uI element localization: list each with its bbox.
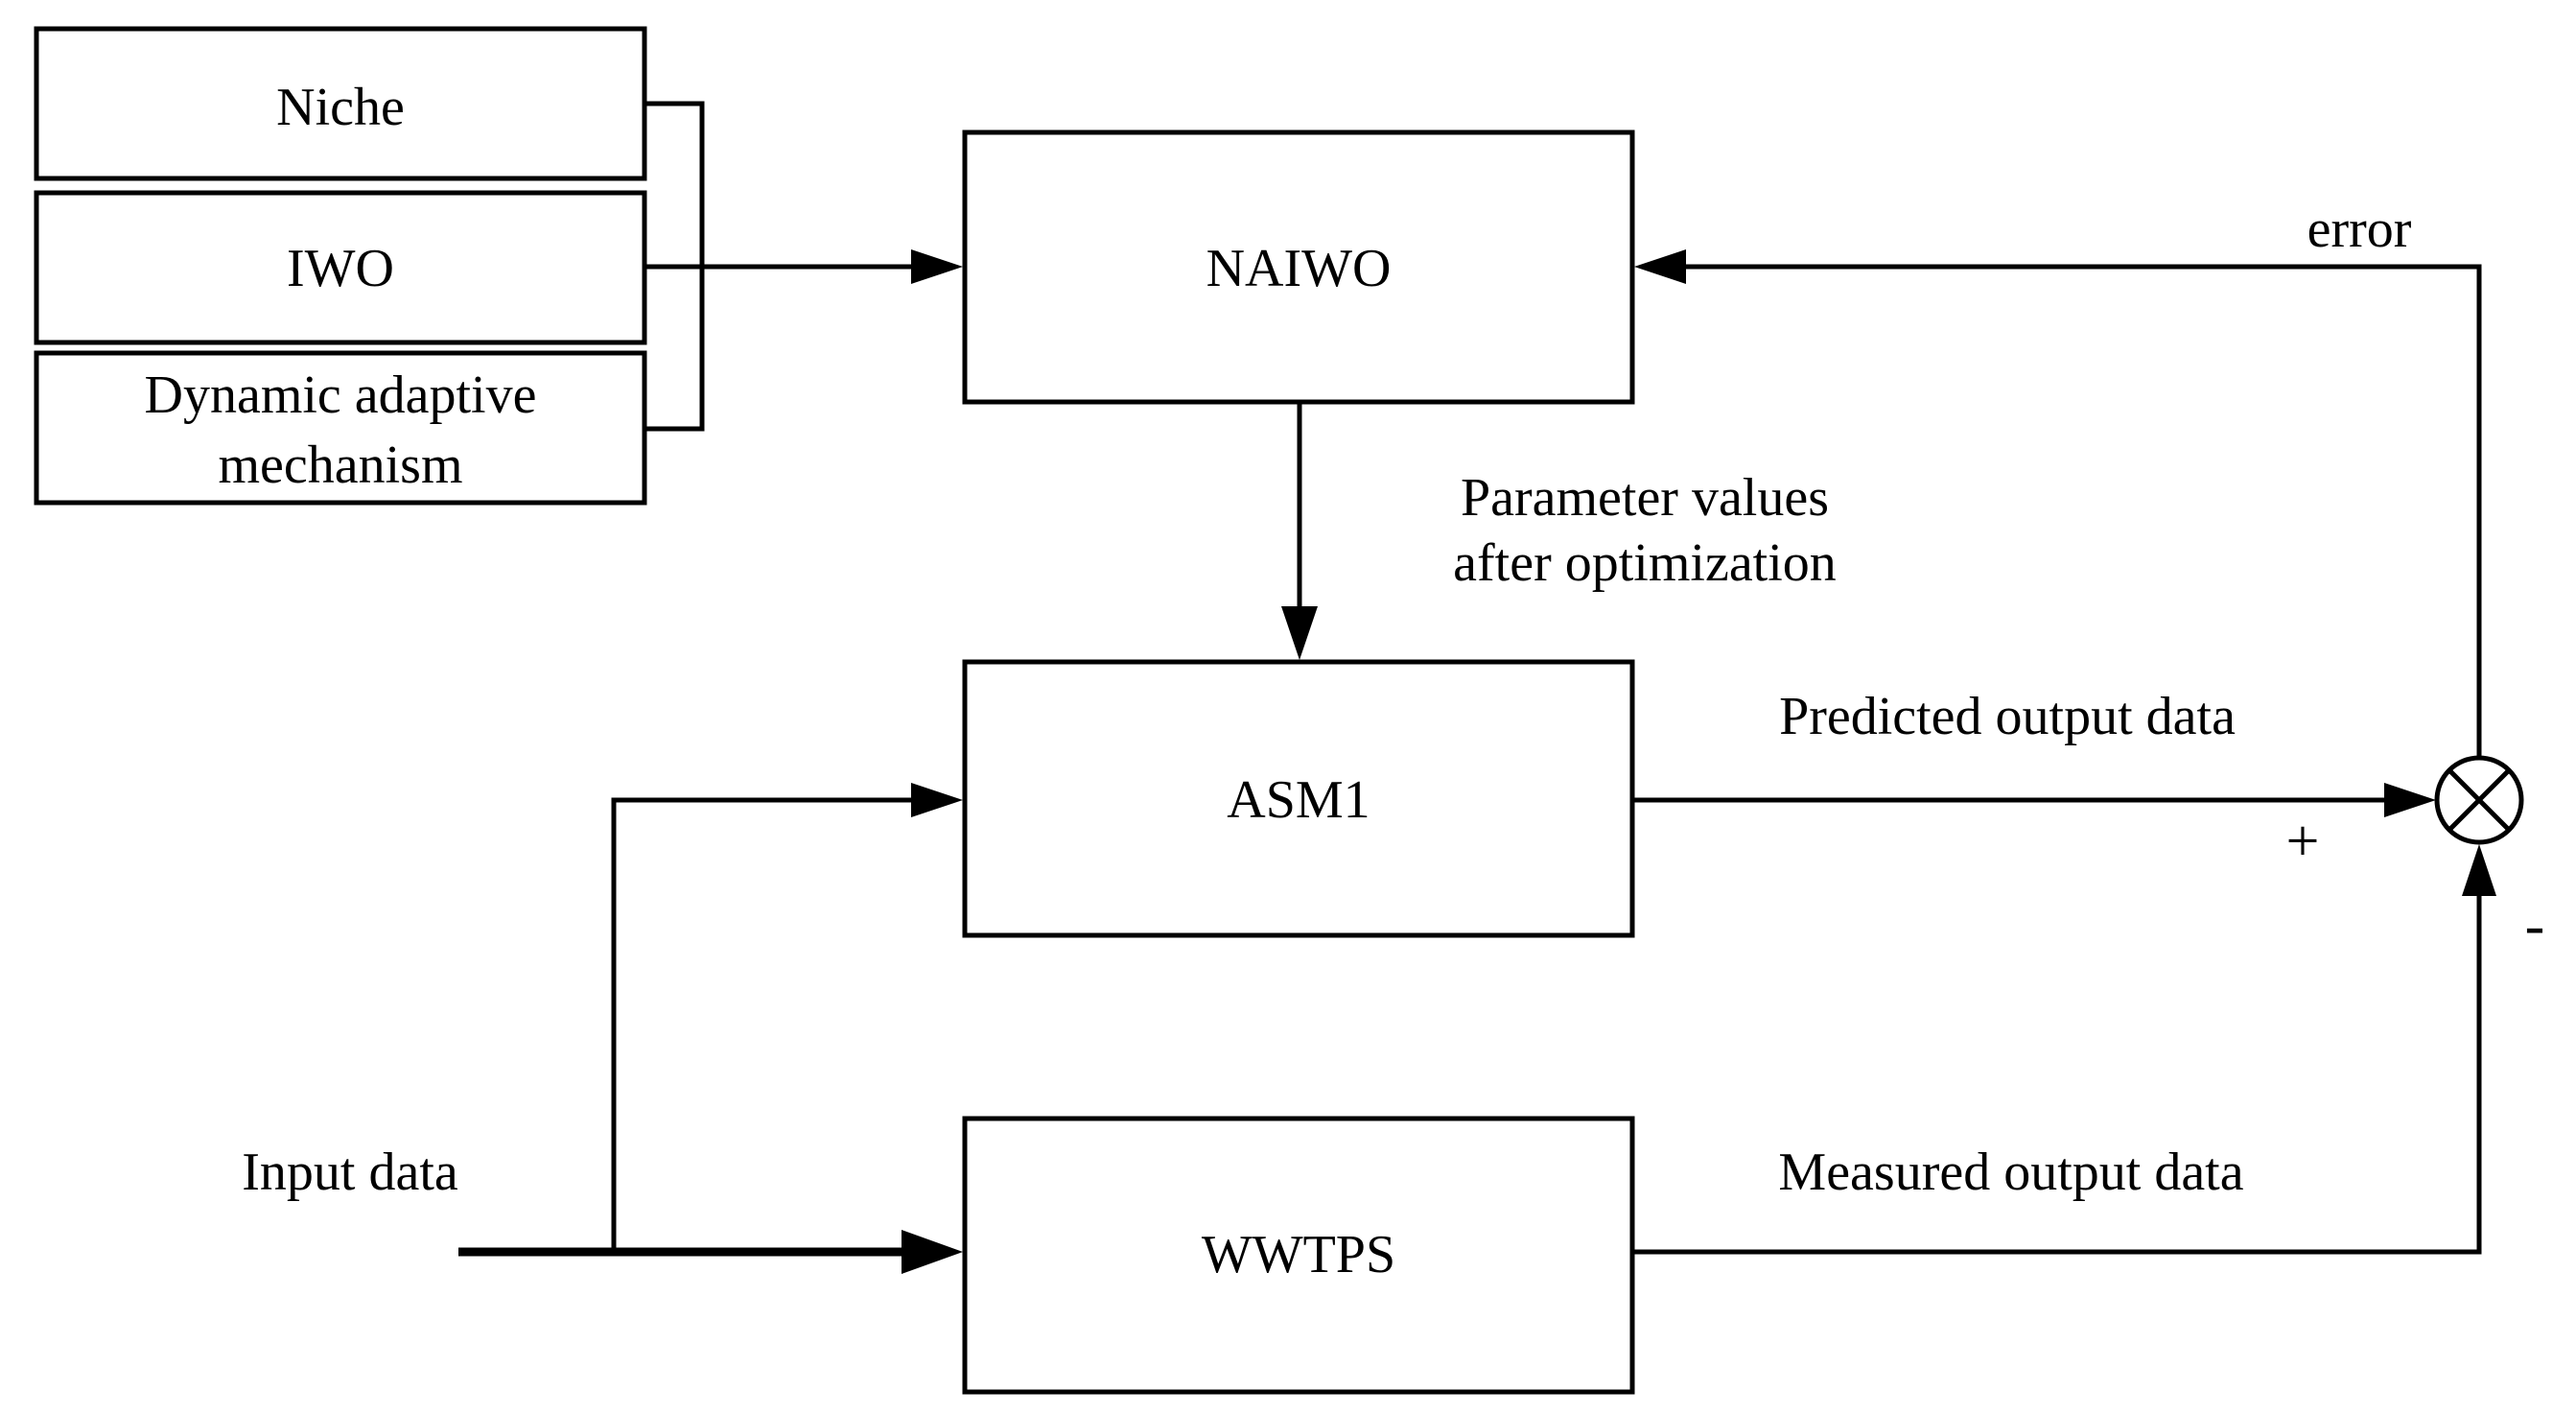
iwo-label: IWO	[287, 239, 394, 298]
asm1-block: ASM1	[962, 659, 1635, 938]
iwo-block: IWO	[34, 190, 647, 345]
asm1-label: ASM1	[1227, 770, 1370, 830]
naiwo-to-asm1-arrow	[1281, 402, 1318, 660]
dynamic-adaptive-block: Dynamic adaptive mechanism	[34, 350, 647, 506]
error-label: error	[2307, 200, 2412, 259]
arrow-into-wwtps	[902, 1230, 963, 1274]
naiwo-label: NAIWO	[1206, 239, 1392, 298]
minus-sign: -	[2525, 893, 2545, 958]
parameter-values-label-line1: Parameter values	[1461, 468, 1829, 528]
niche-block: Niche	[34, 26, 647, 181]
wwtps-block: WWTPS	[962, 1116, 1635, 1395]
predicted-output-label: Predicted output data	[1779, 687, 2236, 746]
predicted-output-wire	[1632, 783, 2436, 817]
measured-output-label: Measured output data	[1778, 1143, 2243, 1202]
error-feedback-wire	[1634, 249, 2482, 758]
niche-label: Niche	[276, 78, 405, 137]
input-data-label: Input data	[242, 1143, 458, 1202]
dynamic-adaptive-label-line2: mechanism	[218, 436, 462, 495]
dynamic-adaptive-label-line1: Dynamic adaptive	[145, 365, 537, 425]
wwtps-label: WWTPS	[1202, 1225, 1395, 1284]
input-wires	[458, 783, 963, 1274]
measured-output-wire	[1632, 844, 2496, 1255]
naiwo-block: NAIWO	[962, 130, 1635, 405]
arrow-into-naiwo	[911, 249, 963, 284]
arrow-into-asm1	[911, 783, 963, 817]
summing-junction	[2434, 755, 2524, 845]
plus-sign: +	[2286, 809, 2320, 874]
combine-bracket	[644, 101, 963, 432]
parameter-values-label-line2: after optimization	[1453, 533, 1837, 593]
